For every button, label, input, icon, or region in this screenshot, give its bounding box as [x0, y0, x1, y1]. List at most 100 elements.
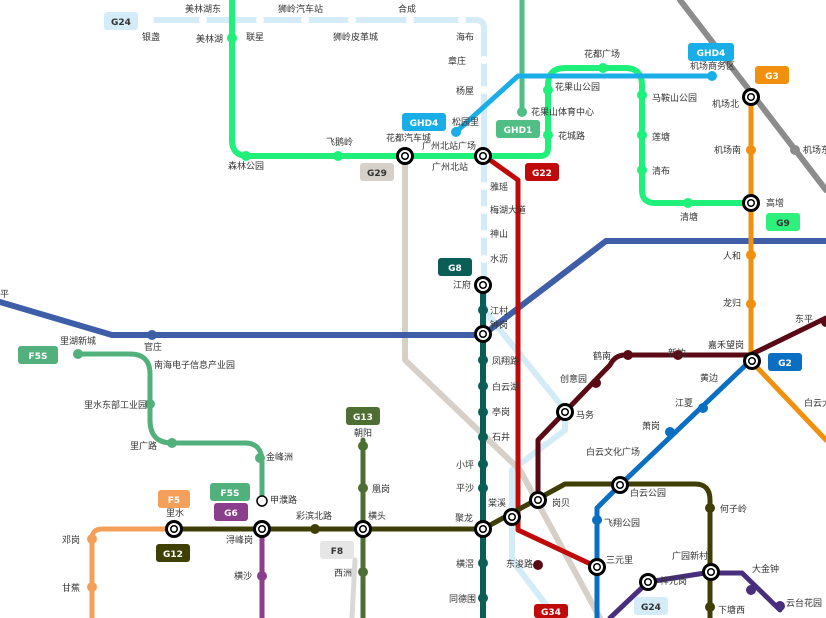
line-g24	[147, 17, 568, 613]
label-lianhu2: 清塘	[680, 211, 698, 223]
badge-ghd4-top: GHD4	[688, 43, 734, 61]
badge-g34: G34	[534, 604, 568, 618]
label-qiaotou: 官庄	[144, 341, 162, 353]
label-jiahe-wanggang: 嘉禾望岗	[708, 339, 744, 351]
label-li-guanglu: 里广路	[130, 440, 157, 452]
line-g29	[402, 152, 603, 618]
label-xinbian: 新边	[668, 347, 686, 359]
svg-text:G12: G12	[163, 550, 183, 560]
line-f5	[89, 526, 177, 618]
label-shenxinglu: 甲濮路	[270, 494, 297, 506]
label-liwan-xincheng: 里湖新城	[60, 335, 96, 347]
label-jiangfu: 江府	[453, 279, 471, 291]
label-yinsheng: 银盏	[142, 31, 160, 43]
line-ghd4	[453, 73, 715, 135]
label-tinggang: 亭岗	[492, 406, 510, 418]
label-chaoyang: 朝阳	[354, 428, 372, 439]
label-huaguoshan-tiyu: 花果山体育中心	[531, 106, 594, 118]
label-chongxin-bei: 彩滨北路	[296, 510, 332, 522]
label-julong: 聚龙	[455, 512, 473, 524]
label-xunfeng: 浔峰岗	[226, 535, 253, 546]
badge-g9: G9	[766, 213, 800, 231]
label-zhangzhuang: 章庄	[448, 55, 466, 67]
svg-text:G3: G3	[765, 72, 779, 82]
badge-g22: G22	[525, 163, 559, 181]
label-dongjiaolu: 东浚路	[506, 558, 533, 570]
badge-g8: G8	[438, 258, 472, 276]
station-dots	[73, 16, 826, 612]
label-jichang-bei: 机场北	[712, 98, 739, 110]
label-jichang-shangwuqu: 机场商务区	[690, 60, 735, 72]
badge-ghd1: GHD1	[496, 120, 540, 138]
label-shenshan: 神山	[490, 228, 508, 240]
label-shiling-qichezhan: 狮岭汽车站	[278, 3, 323, 15]
label-huacheng-lu: 花城路	[558, 130, 585, 142]
svg-text:G2: G2	[778, 359, 792, 369]
label-jinfengzhou: 金峰洲	[266, 451, 293, 463]
label-huangbian: 黄边	[700, 372, 718, 384]
interchange-xunfeng	[253, 520, 271, 538]
label-magang: 马务	[576, 409, 594, 421]
line-maroon	[535, 315, 826, 503]
label-heziling: 何子岭	[720, 503, 747, 515]
label-baiyun-dadao: 白云大	[804, 397, 826, 409]
badge-g2: G2	[768, 353, 802, 371]
label-feieling: 飞鹅岭	[326, 136, 353, 148]
label-pingsha: 平沙	[456, 483, 474, 494]
badge-g3: G3	[755, 66, 789, 84]
label-ganzhe: 甘蕉	[62, 582, 80, 594]
interchange-qiaotou	[354, 520, 372, 538]
label-haibu: 海布	[456, 31, 474, 43]
label-nanhai-dianzi: 南海电子信息产业园	[154, 359, 235, 371]
interchange-stations	[165, 88, 761, 591]
label-hengsha2: 横滘	[456, 558, 474, 570]
label-qingbu: 清布	[652, 165, 670, 177]
label-guangzhou-beizhan: 广州北站	[432, 161, 468, 173]
svg-text:G13: G13	[353, 413, 373, 423]
badge-g24-bottom: G24	[634, 597, 668, 615]
badge-g13: G13	[346, 407, 380, 425]
label-fengxiangsi: 凤翔路	[492, 355, 519, 367]
interchange-sanyuanli	[588, 558, 606, 576]
interchange-guangwei	[702, 563, 720, 581]
station-labels: 美林湖东 狮岭汽车站 合成 银盏 美林湖 联星 狮岭皮革城 海布 章庄 杨屋 花…	[0, 3, 826, 616]
label-feixiang-gongyuan: 飞翔公园	[604, 517, 640, 529]
label-lishui: 里水	[166, 507, 184, 519]
interchange-tangxi	[503, 508, 521, 526]
label-renhe: 人和	[723, 251, 741, 262]
label-yunshan-huayuan: 云台花园	[786, 597, 822, 609]
label-sanyuanli: 三元里	[606, 555, 633, 566]
interchange-jiangfu	[474, 276, 492, 294]
svg-text:G9: G9	[776, 219, 790, 229]
label-ganggang: 钟岗	[490, 319, 508, 331]
label-baiyun-gongyuan: 白云公园	[630, 487, 666, 499]
label-shijing: 石井	[492, 431, 510, 443]
interchange-magang	[556, 403, 574, 421]
line-f5s	[75, 351, 265, 503]
svg-text:G22: G22	[532, 169, 552, 179]
label-huadu-qichecheng: 花都汽车城	[386, 132, 431, 144]
label-senlin-gongyuan: 森林公园	[228, 160, 264, 172]
svg-text:G24: G24	[111, 18, 131, 28]
label-baiyunhu: 白云湖	[492, 381, 519, 393]
label-xiaokang: 萧岗	[642, 420, 660, 432]
svg-text:F8: F8	[331, 547, 343, 557]
label-tuyao: 雅瑶	[490, 181, 508, 193]
svg-text:GHD4: GHD4	[410, 119, 439, 129]
badge-g6: G6	[214, 503, 248, 521]
line-olive	[167, 481, 713, 618]
label-jiangxia: 江夏	[675, 398, 693, 409]
interchange-jiahe-wanggang	[743, 352, 761, 370]
badge-g12: G12	[156, 544, 190, 562]
interchange-lishui	[165, 520, 183, 538]
label-qiaotou2: 横头	[368, 510, 386, 522]
interchange-baiyun-gongyuan	[611, 476, 629, 494]
label-li-dongbu: 里水东部工业园	[84, 399, 147, 411]
badge-f5: F5	[158, 490, 190, 508]
interchange-guangzhou-beizhan	[474, 147, 492, 165]
label-xiatangxi: 下塘西	[718, 604, 745, 616]
svg-text:G8: G8	[448, 264, 462, 274]
line-badges: G24 GHD4 GHD4 G3 GHD1 G29 G22 G9 G8 F5S …	[18, 12, 802, 618]
label-gaozeng: 高增	[766, 197, 784, 209]
